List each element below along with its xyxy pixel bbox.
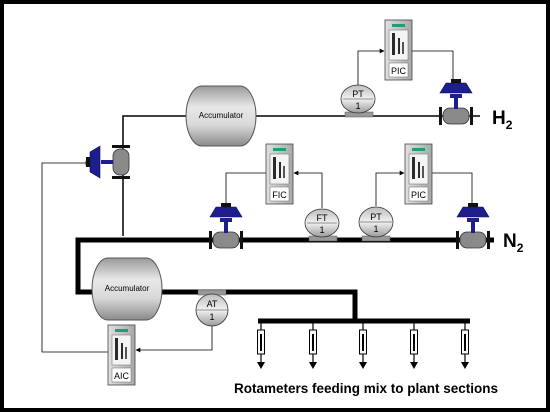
n2-label-sub: 2	[517, 241, 524, 255]
n2-control-valve-left	[209, 203, 243, 249]
signal-aic-to-valve	[41, 160, 109, 353]
rotameter-3	[359, 323, 367, 369]
pt-mid-tag: PT	[370, 212, 382, 222]
h2-label-main: H	[492, 108, 506, 129]
pic-mid-controller-label: PIC	[411, 190, 427, 200]
pt-mid-transmitter: PT 1	[358, 206, 394, 242]
aic-bottom-controller: AIC	[107, 324, 136, 386]
pic-mid-controller: PIC	[404, 143, 433, 205]
rotameter-1	[257, 323, 265, 369]
ft-mid-number: 1	[319, 225, 324, 235]
n2-control-valve-right	[456, 203, 490, 249]
n2-label-main: N	[503, 231, 517, 252]
h2-label: H2	[492, 108, 513, 132]
ft-mid-transmitter: FT 1	[304, 208, 340, 242]
signal-lines	[41, 48, 475, 353]
rotameter-4	[410, 323, 418, 369]
pt-mid-number: 1	[373, 224, 378, 234]
at-bottom-number: 1	[209, 312, 214, 322]
accumulator-top-label: Accumulator	[199, 111, 244, 120]
pt-top-number: 1	[355, 101, 360, 111]
rotameter-2	[309, 323, 317, 369]
pic-top-controller: PIC	[384, 19, 413, 81]
h2-label-sub: 2	[506, 118, 513, 132]
fic-mid-controller-label: FIC	[272, 190, 287, 200]
accumulator-bottom: Accumulator	[91, 257, 163, 321]
signal-ft-to-fic	[293, 170, 323, 208]
signal-pt-top-to-pic-top	[357, 48, 385, 86]
aic-bottom-controller-label: AIC	[114, 371, 130, 381]
signal-pt-mid-to-pic-mid	[375, 170, 405, 206]
accumulator-top: Accumulator	[185, 85, 257, 147]
pic-top-controller-label: PIC	[391, 66, 407, 76]
pt-top-tag: PT	[352, 89, 364, 99]
h2-control-valve	[439, 79, 473, 125]
n2-label: N2	[503, 231, 524, 255]
signal-pic-mid-to-valve	[430, 172, 475, 210]
ft-mid-tag: FT	[317, 213, 328, 223]
diagram-panel	[4, 4, 546, 408]
caption: Rotameters feeding mix to plant sections	[234, 381, 498, 396]
aic-control-valve	[86, 145, 130, 179]
control-valves	[86, 79, 490, 249]
controllers: PIC FIC PIC AIC	[107, 19, 433, 386]
rotameter-5	[461, 323, 469, 369]
fic-mid-controller: FIC	[265, 143, 294, 205]
rotameters	[257, 323, 469, 369]
signal-pic-top-to-h2-valve	[410, 50, 456, 85]
at-bottom-transmitter: AT 1	[195, 289, 229, 327]
at-bottom-tag: AT	[207, 299, 218, 309]
h2-riser-pipe	[122, 115, 188, 236]
pt-top-transmitter: PT 1	[340, 84, 376, 118]
signal-fic-to-valve	[223, 172, 266, 210]
accumulator-bottom-label: Accumulator	[105, 284, 150, 293]
signal-at-to-aic	[135, 326, 213, 353]
